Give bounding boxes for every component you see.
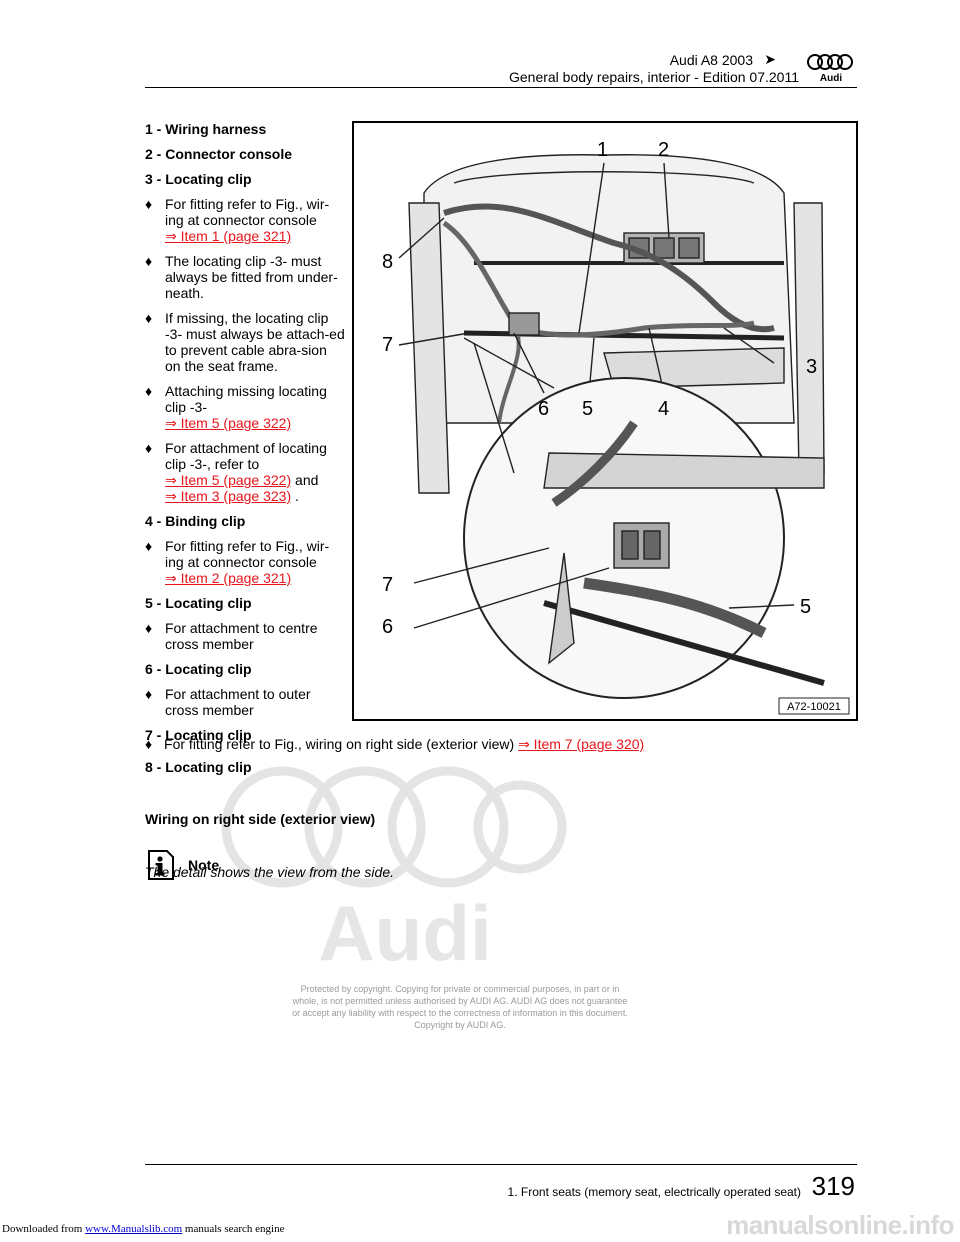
bullet-text: For attachment to centre cross member (165, 620, 318, 652)
bullet-item: ♦ If missing, the locating clip -3- must… (145, 310, 345, 374)
section-title: Wiring on right side (exterior view) (145, 811, 376, 827)
callout-8: 8 (382, 251, 393, 273)
item-heading: 8 - Locating clip (145, 759, 252, 775)
site-watermark: manualsonline.info (726, 1210, 954, 1240)
legend-column: 1 - Wiring harness 2 - Connector console… (145, 121, 345, 752)
bullet-diamond-icon: ♦ (145, 196, 153, 212)
bullet-item: ♦ For fitting refer to Fig., wir-ing at … (145, 538, 345, 586)
page-number: 319 (811, 1171, 855, 1201)
item-heading: 5 - Locating clip (145, 595, 252, 611)
page-footer: 1. Front seats (memory seat, electricall… (145, 1164, 857, 1201)
figure-code: A72-10021 (787, 701, 841, 713)
page-header: Audi A8 2003 ➤ General body repairs, int… (145, 51, 857, 88)
footer-section-title: 1. Front seats (memory seat, electricall… (507, 1185, 801, 1199)
bullet-text: For attachment of locating clip -3-, ref… (165, 440, 327, 472)
item-heading: 4 - Binding clip (145, 513, 246, 529)
callout-7: 7 (382, 334, 393, 356)
header-model: Audi A8 2003 (669, 52, 753, 68)
bullet-text: The locating clip -3- must always be fit… (165, 253, 338, 301)
note-label: Note (188, 857, 220, 873)
bullet-text: For attachment to outer cross member (165, 686, 311, 718)
svg-text:Audi: Audi (820, 73, 842, 84)
bullet-text: For fitting refer to Fig., wir-ing at co… (165, 538, 330, 570)
cross-reference-link[interactable]: ⇒ Item 3 (page 323) (165, 488, 292, 504)
bullet-text: . (295, 488, 299, 504)
bullet-item: ♦ The locating clip -3- must always be f… (145, 253, 345, 301)
cross-reference-link[interactable]: ⇒ Item 7 (page 320) (518, 736, 645, 752)
wiring-figure: 1 2 3 4 5 6 7 8 7 6 5 A72-10021 (352, 121, 858, 721)
cross-reference-link[interactable]: ⇒ Item 1 (page 321) (165, 228, 292, 244)
audi-watermark-logo-icon: Audi (221, 766, 567, 970)
callout-5: 5 (582, 398, 593, 420)
item-heading: 1 - Wiring harness (145, 121, 267, 137)
bullet-text: For fitting refer to Fig., wiring on rig… (164, 736, 515, 752)
bullet-text: For fitting refer to Fig., wir-ing at co… (165, 196, 330, 228)
bullet-diamond-icon: ♦ (145, 253, 153, 269)
bullet-diamond-icon: ♦ (145, 620, 153, 636)
item-heading: 3 - Locating clip (145, 171, 252, 187)
callout-4: 4 (658, 398, 669, 420)
info-note-icon (148, 850, 174, 880)
bullet-diamond-icon: ♦ (145, 736, 153, 752)
bullet-diamond-icon: ♦ (145, 440, 153, 456)
callout-3: 3 (806, 356, 817, 378)
callout-2: 2 (658, 139, 669, 161)
manualslib-link[interactable]: www.Manualslib.com (85, 1223, 183, 1235)
bullet-item: ♦ For attachment to centre cross member (145, 620, 345, 652)
copyright-notice: Protected by copyright. Copying for priv… (292, 984, 628, 1030)
bullet-item: ♦ For attachment of locating clip -3-, r… (145, 440, 345, 504)
svg-text:Audi: Audi (318, 889, 491, 970)
item-heading: 6 - Locating clip (145, 661, 252, 677)
bullet-diamond-icon: ♦ (145, 383, 153, 399)
download-banner: Downloaded from www.Manualslib.com manua… (2, 1223, 284, 1235)
bullet-item: ♦ For fitting refer to Fig., wir-ing at … (145, 196, 345, 244)
detail-callout-7: 7 (382, 574, 393, 596)
detail-callout-6: 6 (382, 616, 393, 638)
banner-suffix: manuals search engine (184, 1223, 285, 1235)
callout-6: 6 (538, 398, 549, 420)
cross-reference-link[interactable]: ⇒ Item 5 (page 322) (165, 472, 292, 488)
bullet-diamond-icon: ♦ (145, 310, 153, 326)
item-heading: 2 - Connector console (145, 146, 293, 162)
bullet-text: Attaching missing locating clip -3- (165, 383, 327, 415)
item-heading: 7 - Locating clip (145, 727, 252, 743)
detail-callout-5: 5 (800, 596, 811, 618)
banner-prefix: Downloaded from (2, 1223, 83, 1235)
next-page-arrow-icon[interactable]: ➤ (764, 51, 776, 67)
bullet-item: ♦ For attachment to outer cross member (145, 686, 345, 718)
bullet-text: and (295, 472, 319, 488)
bullet-item: ♦ Attaching missing locating clip -3- ⇒ … (145, 383, 345, 431)
note-text: The detail shows the view from the side. (145, 864, 395, 880)
seat-frame-illustration: 1 2 3 4 5 6 7 8 7 6 5 A72-10021 (382, 139, 850, 715)
cross-reference-link[interactable]: ⇒ Item 2 (page 321) (165, 570, 292, 586)
callout-1: 1 (597, 139, 608, 161)
bullet-diamond-icon: ♦ (145, 686, 153, 702)
cross-reference-link[interactable]: ⇒ Item 5 (page 322) (165, 415, 292, 431)
bullet-diamond-icon: ♦ (145, 538, 153, 554)
bullet-text: If missing, the locating clip -3- must a… (165, 310, 345, 374)
audi-rings-logo-icon: Audi (807, 54, 853, 84)
bullet-item: ♦ For fitting refer to Fig., wiring on r… (145, 736, 644, 752)
header-edition: General body repairs, interior - Edition… (508, 69, 799, 85)
